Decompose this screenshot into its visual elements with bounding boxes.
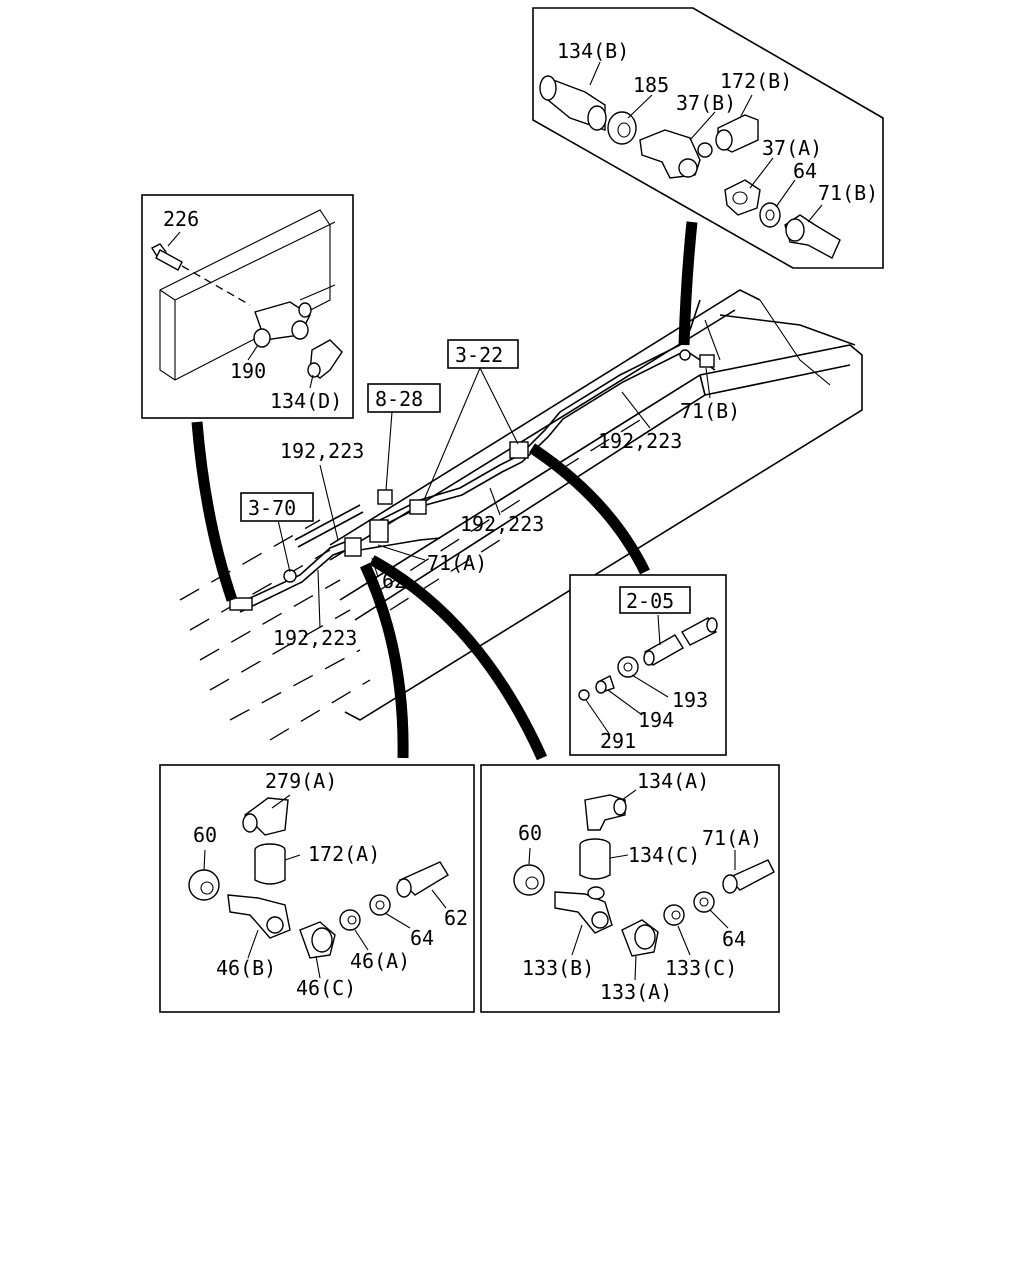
part-291 xyxy=(578,689,590,701)
inset-top-right: 134(B) 185 172(B) 37(B) 37(A) 64 71(B) xyxy=(532,7,884,269)
label-71a-main: 71(A) xyxy=(427,551,487,575)
label-279a: 279(A) xyxy=(265,769,337,793)
label-71a-right: 71(A) xyxy=(702,826,762,850)
label-291: 291 xyxy=(600,729,636,753)
label-leaders xyxy=(277,367,711,629)
part-133c xyxy=(663,904,685,926)
part-60-right xyxy=(513,864,545,896)
label-46a: 46(A) xyxy=(350,949,410,973)
label-37a: 37(A) xyxy=(762,136,822,160)
label-172a: 172(A) xyxy=(308,842,380,866)
part-134b xyxy=(539,75,607,131)
label-71b-main: 71(B) xyxy=(680,399,740,423)
label-185: 185 xyxy=(633,73,669,97)
label-133a: 133(A) xyxy=(600,980,672,1004)
ref-2-05: 2-05 xyxy=(626,589,674,613)
label-46b: 46(B) xyxy=(216,956,276,980)
label-71b-top: 71(B) xyxy=(818,181,878,205)
label-133b: 133(B) xyxy=(522,956,594,980)
part-279a xyxy=(242,797,289,836)
inset-bottom-left: 279(A) 60 172(A) 62 64 46(A) 46(B) 46(C) xyxy=(159,764,475,1013)
label-62-main: 62 xyxy=(382,569,406,593)
part-194 xyxy=(595,675,615,694)
label-pipe-3: 192,223 xyxy=(460,512,544,536)
inset-top-left: 226 190 134(D) xyxy=(141,194,354,419)
part-185 xyxy=(607,111,637,145)
label-64-left: 64 xyxy=(410,926,434,950)
label-134a: 134(A) xyxy=(637,769,709,793)
callout-leaders xyxy=(191,221,698,761)
label-pipe-2: 192,223 xyxy=(598,429,682,453)
part-64-left xyxy=(369,894,391,916)
label-193: 193 xyxy=(672,688,708,712)
label-pipe-1: 192,223 xyxy=(280,439,364,463)
part-172a xyxy=(254,843,286,885)
label-133c: 133(C) xyxy=(665,956,737,980)
part-134d xyxy=(307,339,343,379)
label-194: 194 xyxy=(638,708,674,732)
label-134c: 134(C) xyxy=(628,843,700,867)
brake-pipe-lines xyxy=(229,299,716,613)
part-46a xyxy=(339,909,361,931)
label-60-right: 60 xyxy=(518,821,542,845)
label-46c: 46(C) xyxy=(296,976,356,1000)
label-172b: 172(B) xyxy=(720,69,792,93)
ref-3-22: 3-22 xyxy=(455,343,503,367)
reference-boxes: 3-22 8-28 3-70 xyxy=(240,339,519,522)
label-134d: 134(D) xyxy=(270,389,342,413)
part-226 xyxy=(151,243,183,271)
main-labels: 192,223 192,223 192,223 192,223 71(B) 71… xyxy=(273,399,740,650)
label-37b: 37(B) xyxy=(676,91,736,115)
part-172b xyxy=(715,114,759,153)
part-133a xyxy=(621,919,659,957)
part-193 xyxy=(617,656,639,678)
part-46b xyxy=(227,894,291,939)
part-hose xyxy=(643,617,718,666)
label-62-left: 62 xyxy=(444,906,468,930)
part-62-left xyxy=(396,861,449,898)
label-60-left: 60 xyxy=(193,823,217,847)
part-71b-top xyxy=(784,214,841,259)
ref-3-70: 3-70 xyxy=(248,496,296,520)
inset-bottom-right: 134(A) 60 134(C) 71(A) 64 133(B) 133(C) … xyxy=(480,764,780,1013)
label-134b: 134(B) xyxy=(557,39,629,63)
part-133b xyxy=(554,886,613,934)
part-37b xyxy=(639,129,713,179)
label-64-top: 64 xyxy=(793,159,817,183)
label-64-right: 64 xyxy=(722,927,746,951)
part-190 xyxy=(253,301,312,348)
part-60-left xyxy=(188,869,220,901)
label-pipe-4: 192,223 xyxy=(273,626,357,650)
part-71a-right xyxy=(722,859,775,894)
ref-8-28: 8-28 xyxy=(375,387,423,411)
part-46c xyxy=(299,921,336,959)
part-64-right xyxy=(693,891,715,913)
label-226: 226 xyxy=(163,207,199,231)
part-37a xyxy=(724,179,761,216)
part-134a xyxy=(584,794,627,831)
part-64-top xyxy=(759,202,781,228)
inset-middle-right: 2-05 193 194 291 xyxy=(569,574,727,756)
part-134c xyxy=(579,838,611,880)
label-190: 190 xyxy=(230,359,266,383)
